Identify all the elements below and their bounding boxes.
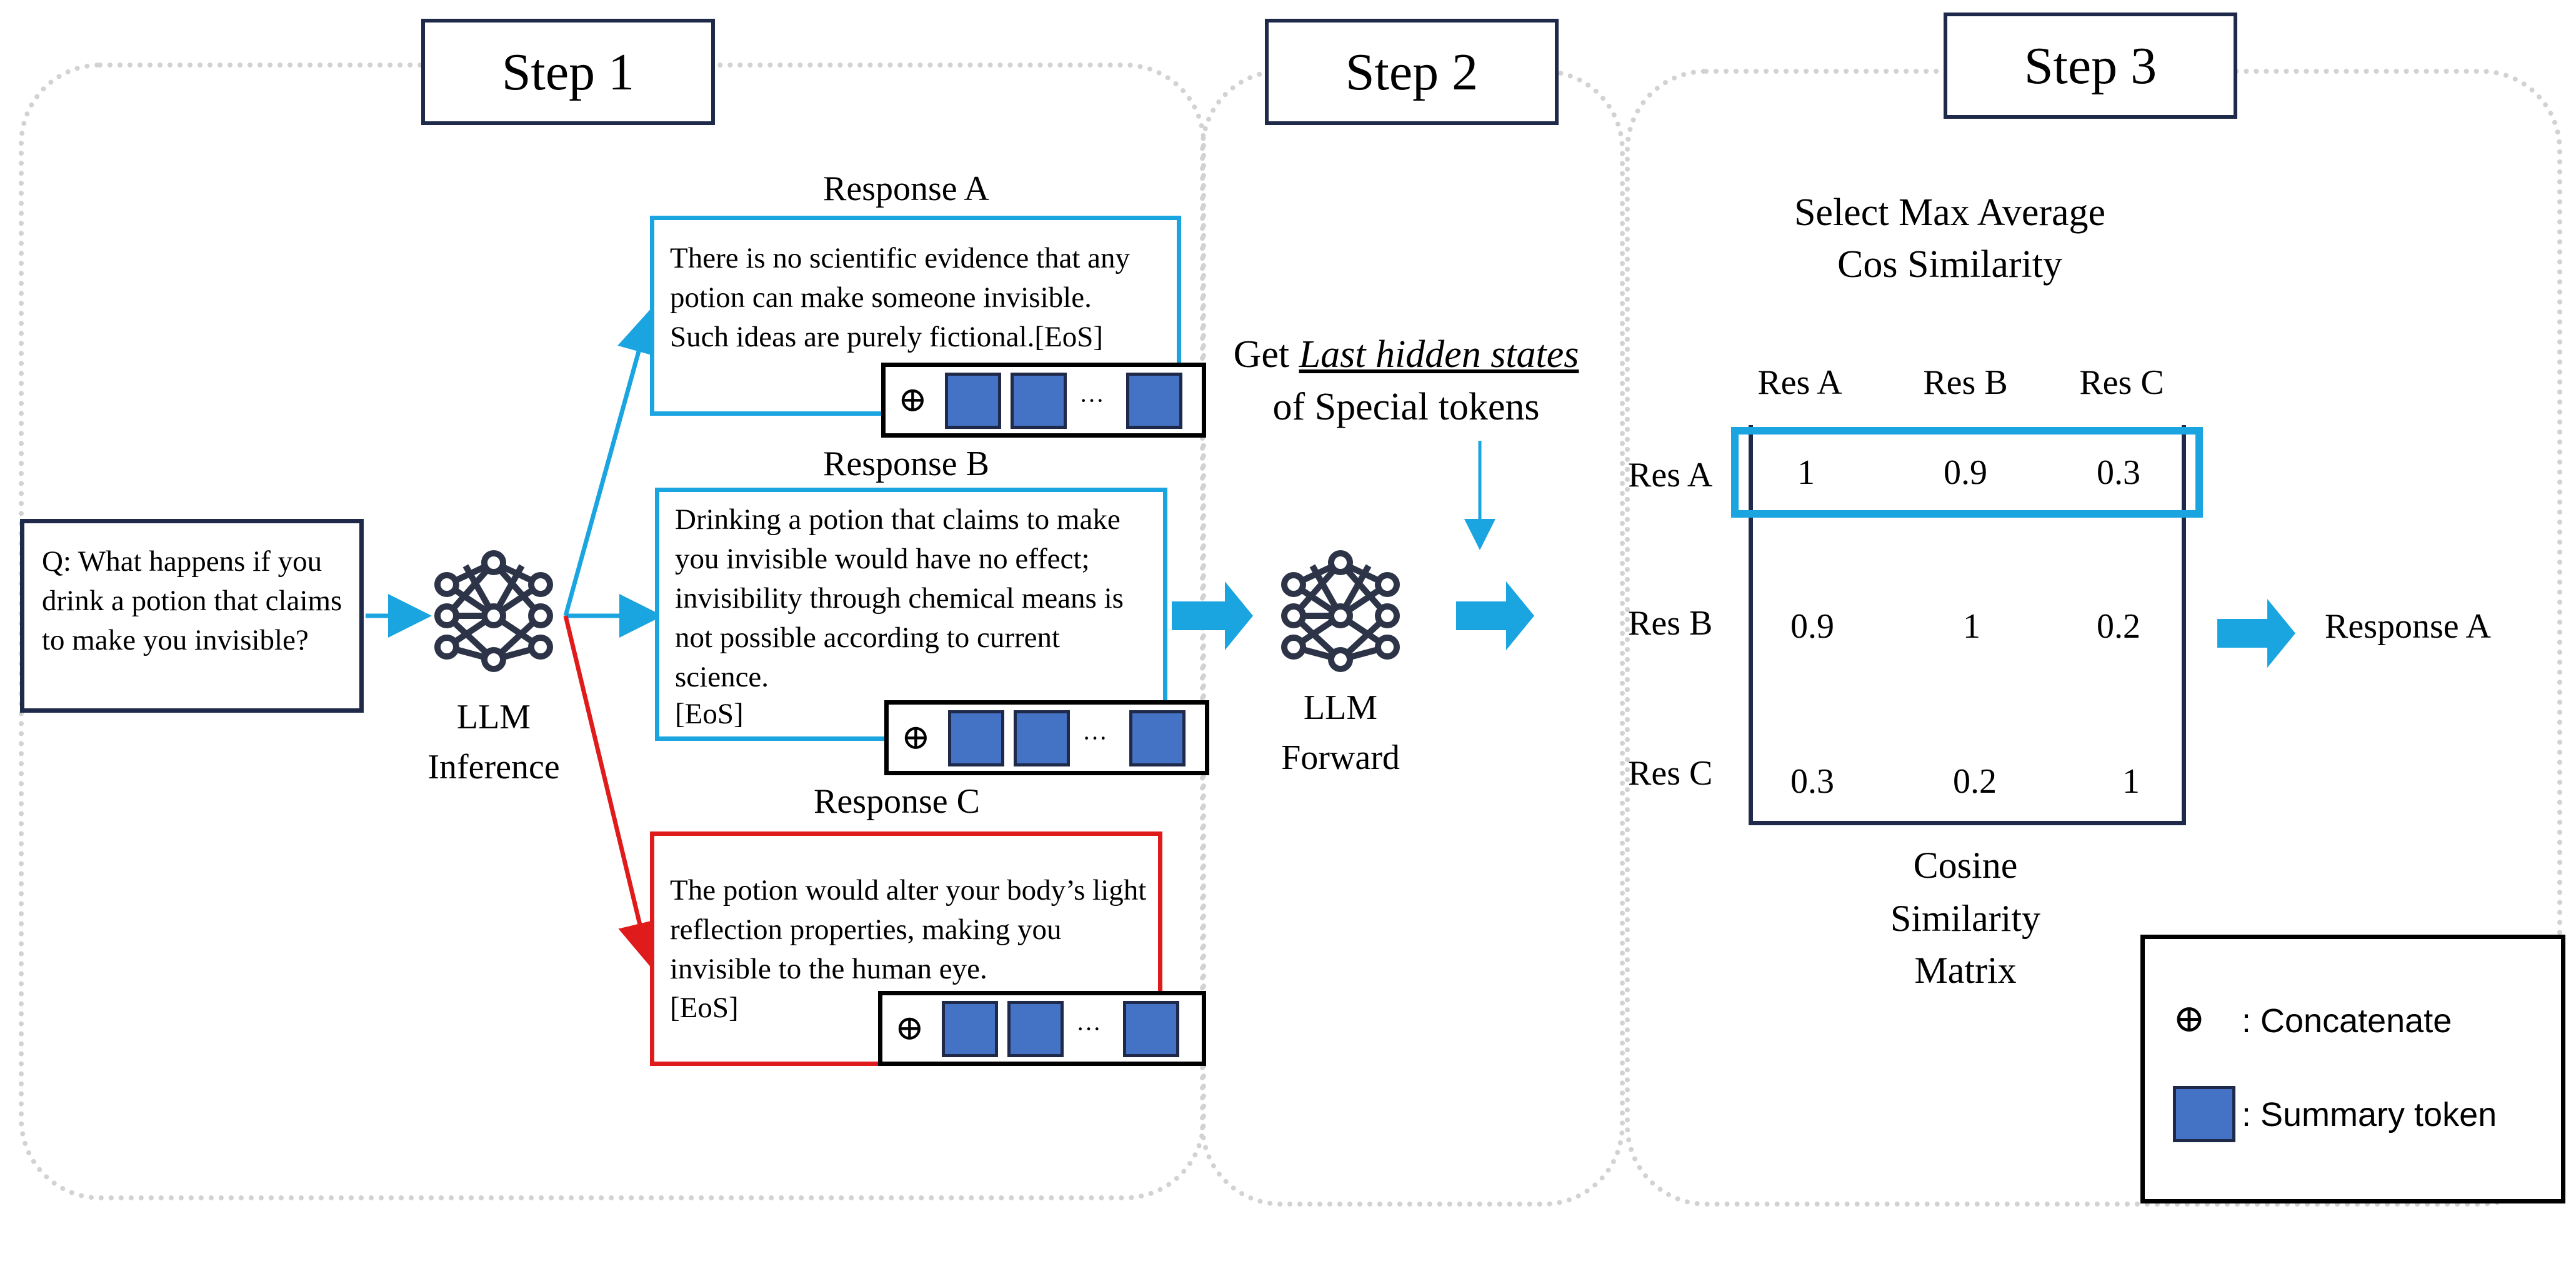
legend-concat-label: : Concatenate — [2242, 1002, 2452, 1040]
question-text: Q: What happens if you drink a potion th… — [42, 545, 342, 656]
hidden-states-caption: Get Last hidden states of Special tokens — [1200, 328, 1612, 433]
question-box: Q: What happens if you drink a potion th… — [20, 519, 364, 713]
response-a-text: There is no scientific evidence that any… — [670, 242, 1131, 353]
matrix-cell: 1 — [1797, 453, 1815, 492]
matrix-cell: 1 — [1963, 607, 1980, 646]
col-header-c: Res C — [2079, 363, 2164, 402]
matrix-cell: 0.3 — [1790, 762, 1834, 801]
col-header-b: Res B — [1923, 363, 2008, 402]
token-strip-c: ⊕ ··· — [878, 991, 1206, 1066]
step3-title-line1: Select Max Average — [1794, 191, 2106, 234]
llm-inference-label-2: Inference — [427, 748, 560, 786]
fat-arrow-1 — [1172, 581, 1253, 650]
response-b-eos: [EoS] — [675, 698, 744, 730]
summary-token — [1011, 373, 1067, 429]
llm-forward-icon — [1281, 550, 1400, 672]
matrix-cell: 0.9 — [1944, 453, 1987, 492]
matrix-caption-3: Matrix — [1914, 950, 2017, 991]
token-strip-b: ⊕ ··· — [884, 700, 1209, 775]
llm-forward-label-2: Forward — [1281, 738, 1400, 777]
concat-icon: ⊕ — [901, 718, 931, 757]
matrix-cell: 0.9 — [1790, 607, 1834, 646]
summary-token — [1007, 1001, 1064, 1057]
ellipsis: ··· — [1076, 1015, 1101, 1043]
legend-summary-label: : Summary token — [2242, 1096, 2497, 1133]
step3-title-line2: Cos Similarity — [1837, 243, 2062, 286]
response-b-title: Response B — [823, 445, 989, 483]
summary-token — [1123, 1001, 1179, 1057]
step2-header: Step 2 — [1265, 19, 1559, 125]
matrix-cell: 1 — [2122, 762, 2140, 801]
row-header-b: Res B — [1628, 604, 1713, 643]
concat-icon: ⊕ — [895, 1009, 924, 1048]
response-c-eos: [EoS] — [670, 992, 739, 1024]
summary-token — [945, 373, 1001, 429]
summary-token — [1126, 373, 1182, 429]
concat-icon: ⊕ — [898, 381, 927, 419]
matrix-cell: 0.2 — [2097, 607, 2140, 646]
legend-concat-icon: ⊕ — [2173, 998, 2205, 1040]
ellipsis: ··· — [1079, 386, 1104, 414]
response-b-box — [655, 488, 1167, 741]
response-c-text: The potion would alter your body’s light… — [670, 874, 1147, 985]
row-header-c: Res C — [1628, 754, 1713, 793]
legend-box: ⊕ : Concatenate : Summary token — [2140, 935, 2565, 1203]
fat-arrow-3 — [2217, 599, 2295, 668]
response-c-title: Response C — [814, 782, 980, 821]
token-strip-a: ⊕ ··· — [881, 363, 1206, 438]
legend-summary-token-icon — [2173, 1086, 2235, 1142]
summary-token — [1129, 710, 1186, 766]
caption-line2: of Special tokens — [1272, 386, 1540, 428]
response-a-title: Response A — [823, 169, 989, 208]
max-row-highlight — [1731, 427, 2203, 518]
matrix-cell: 0.3 — [2097, 453, 2140, 492]
matrix-cell: 0.2 — [1953, 762, 1997, 801]
similarity-matrix — [1749, 425, 2186, 825]
caption-emphasis: Last hidden states — [1299, 333, 1579, 376]
llm-inference-label-1: LLM — [456, 698, 531, 736]
branch-to-response-c — [563, 615, 661, 967]
summary-token — [942, 1001, 998, 1057]
row-header-a: Res A — [1628, 456, 1713, 495]
caption-prefix: Get — [1233, 333, 1290, 376]
col-header-a: Res A — [1757, 363, 1842, 402]
step1-header: Step 1 — [421, 19, 715, 125]
summary-token — [1014, 710, 1070, 766]
result-label: Response A — [2325, 607, 2491, 646]
llm-forward-label-1: LLM — [1303, 688, 1378, 727]
step3-header: Step 3 — [1944, 13, 2237, 119]
response-b-text: Drinking a potion that claims to make yo… — [675, 503, 1124, 693]
llm-inference-icon — [434, 550, 553, 672]
fat-arrow-2 — [1456, 581, 1534, 650]
summary-token — [948, 710, 1004, 766]
matrix-caption-2: Similarity — [1890, 898, 2040, 939]
matrix-caption-1: Cosine — [1913, 845, 2018, 886]
ellipsis: ··· — [1082, 724, 1107, 752]
branch-to-response-a — [563, 309, 660, 616]
